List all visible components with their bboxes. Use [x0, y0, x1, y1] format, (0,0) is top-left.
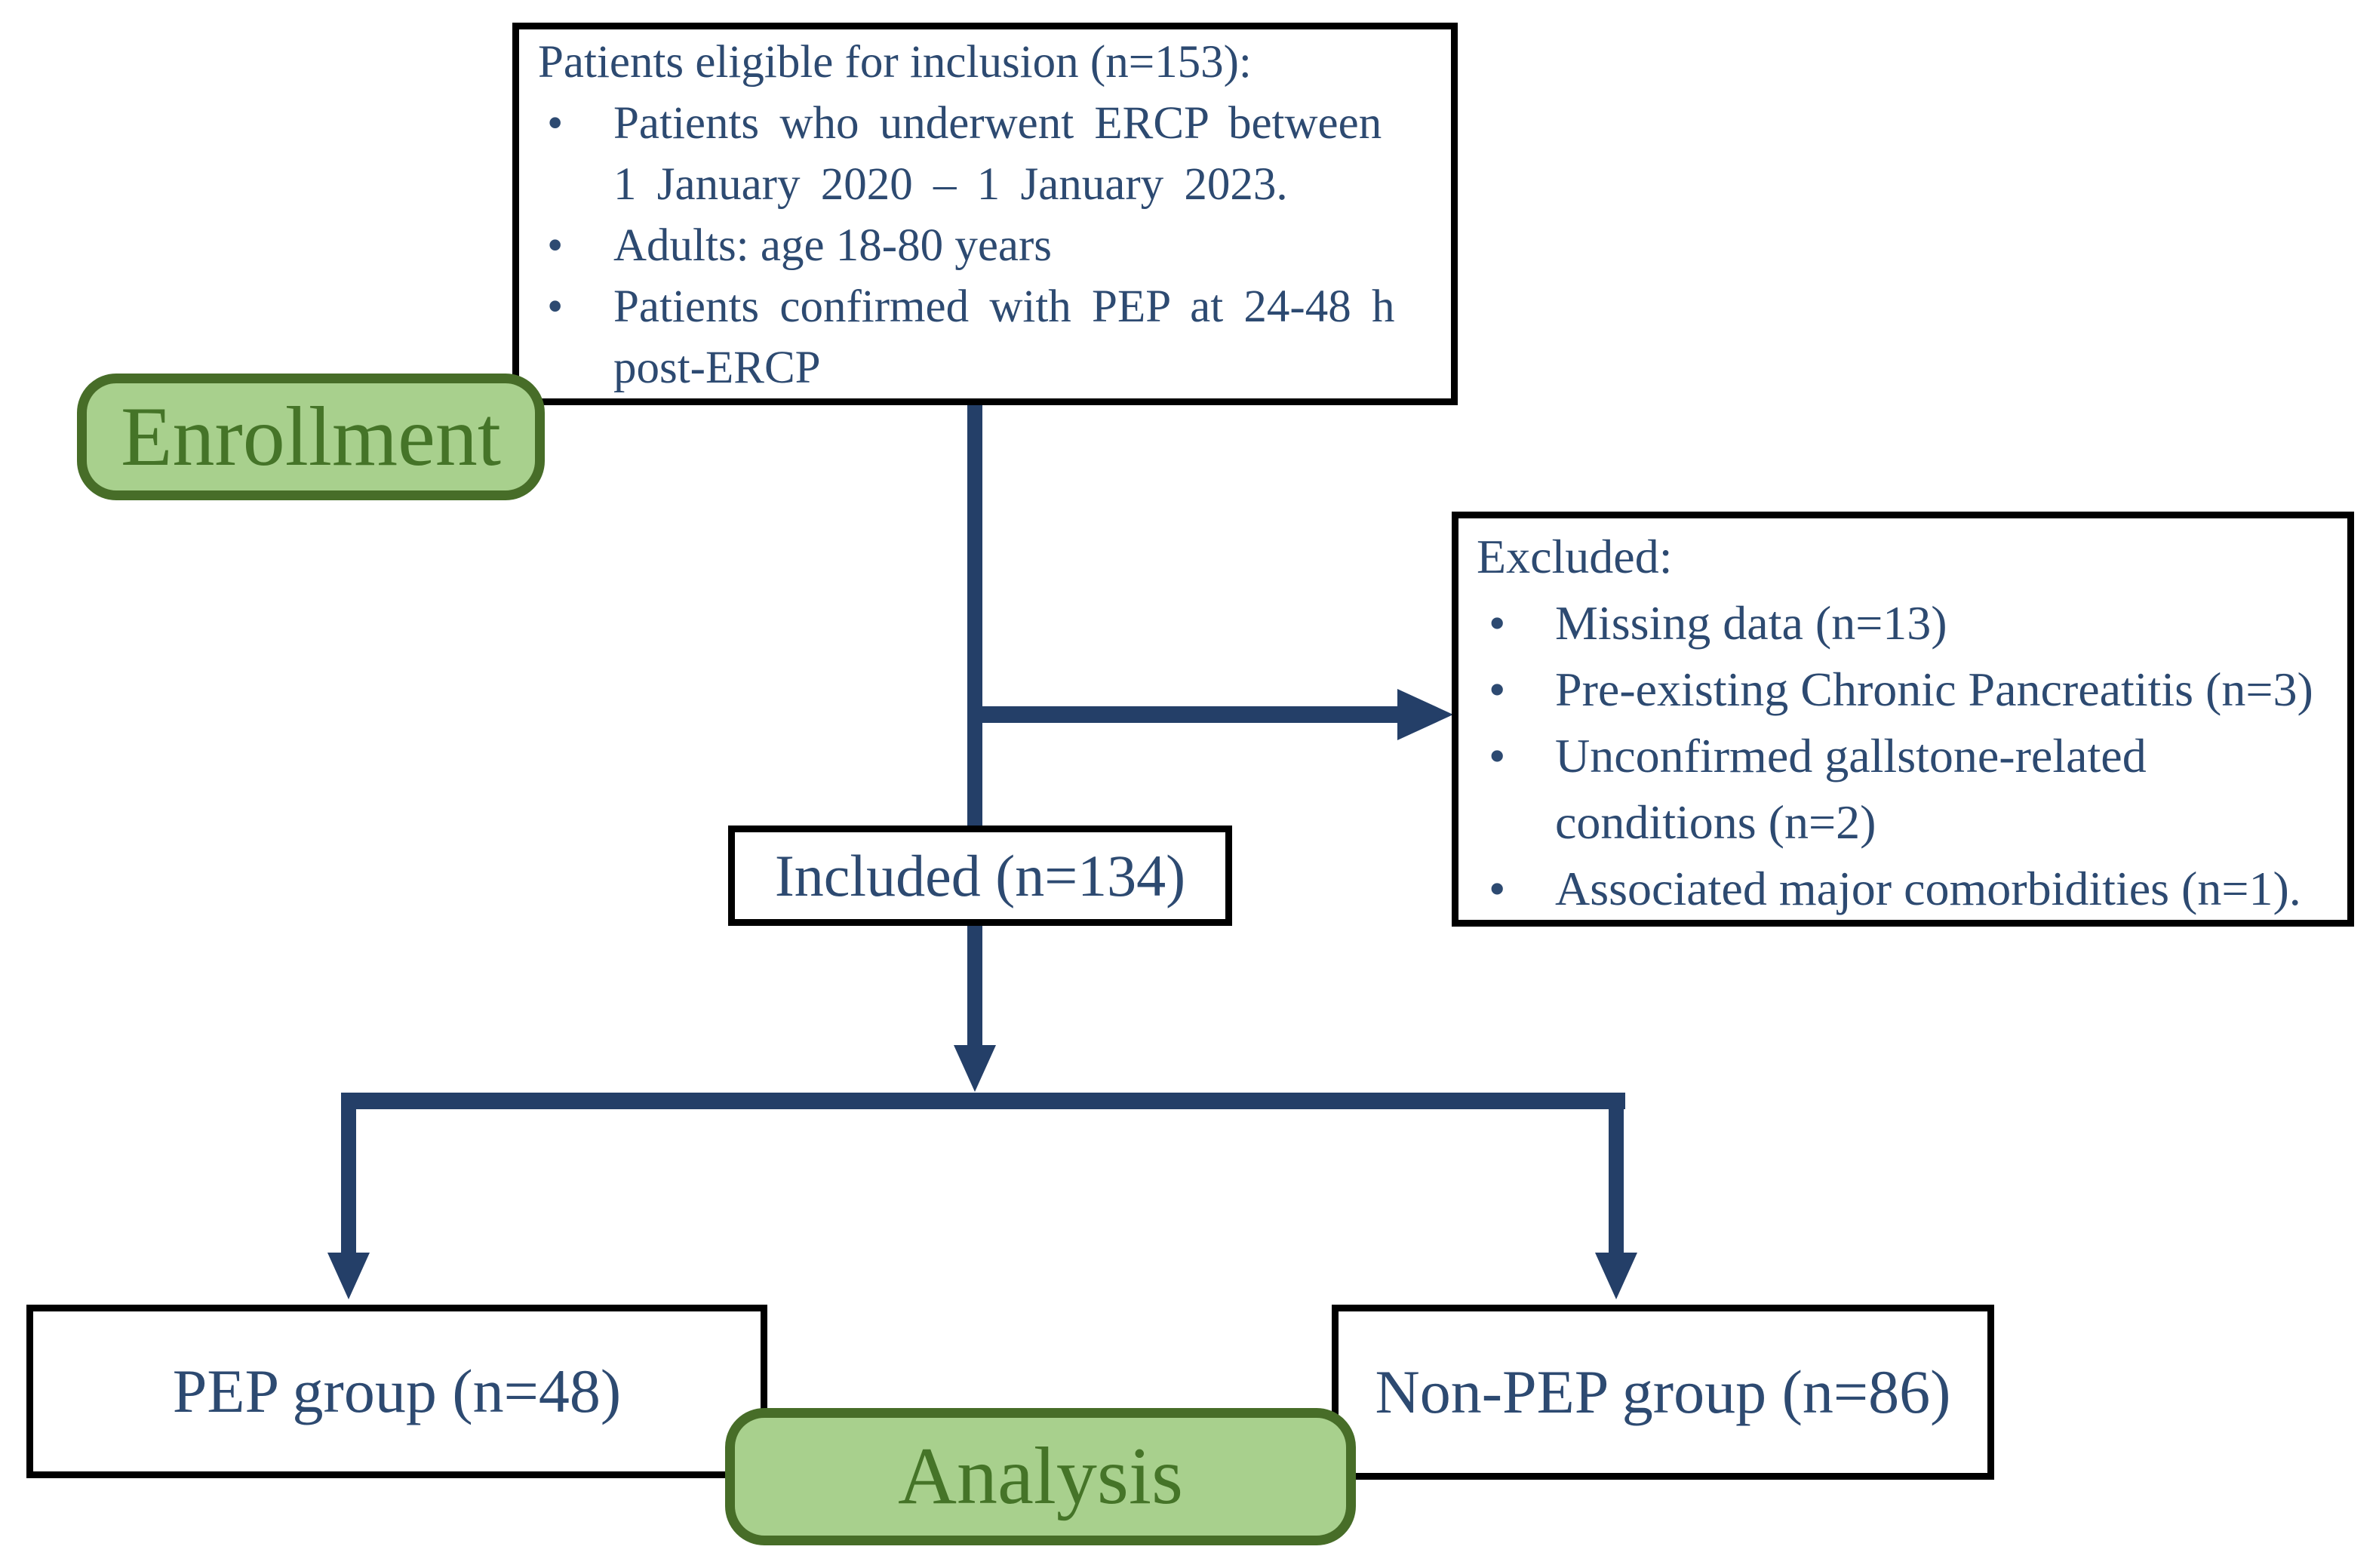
arrowhead-into-nonpep — [1595, 1253, 1637, 1299]
analysis-label: Analysis — [898, 1431, 1183, 1521]
connector-split-to-pep — [341, 1108, 356, 1254]
eligible-bullet-list: • Patients who underwent ERCP between 1 J… — [538, 93, 1440, 398]
bullet-marker: • — [1489, 729, 1506, 782]
enrollment-label: Enrollment — [121, 389, 501, 484]
eligible-bullet-item: • Patients confirmed with PEP at 24-48 h … — [538, 276, 1440, 398]
excluded-box: Excluded: • Missing data (n=13) • Pre-exis… — [1452, 512, 2354, 927]
split-bar — [341, 1093, 1625, 1109]
enrollment-stage-pill: Enrollment — [77, 374, 545, 500]
excluded-bullet-text: Missing data (n=13) — [1555, 596, 1947, 650]
bullet-marker: • — [547, 220, 564, 271]
non-pep-group-box: Non-PEP group (n=86) — [1332, 1305, 1994, 1480]
analysis-stage-pill: Analysis — [725, 1408, 1356, 1545]
excluded-bullet-text: Unconfirmed gallstone-related conditions… — [1555, 729, 2147, 849]
arrowhead-into-excluded — [1397, 689, 1453, 740]
excluded-title: Excluded: — [1477, 530, 1673, 583]
eligible-bullet-text: Patients who underwent ERCP between 1 Ja… — [613, 98, 1382, 210]
bullet-marker: • — [547, 281, 564, 332]
eligible-bullet-item: • Patients who underwent ERCP between 1 J… — [538, 93, 1440, 215]
included-label: Included (n=134) — [774, 842, 1186, 909]
excluded-bullet-item: • Missing data (n=13) — [1477, 590, 2340, 656]
excluded-bullet-text: Associated major comorbidities (n=1). — [1555, 862, 2301, 915]
eligible-box: Patients eligible for inclusion (n=153):… — [512, 23, 1458, 405]
eligible-bullet-text: Patients confirmed with PEP at 24-48 h p… — [613, 281, 1395, 393]
connector-excluded-branch — [967, 706, 1397, 723]
bullet-marker: • — [1489, 862, 1506, 915]
non-pep-group-label: Non-PEP group (n=86) — [1375, 1357, 1951, 1426]
pep-group-box: PEP group (n=48) — [26, 1305, 767, 1478]
pep-group-label: PEP group (n=48) — [172, 1357, 622, 1425]
connector-included-to-split — [967, 923, 982, 1047]
excluded-bullet-item: • Pre-existing Chronic Pancreatitis (n=3) — [1477, 656, 2340, 723]
eligible-bullet-item: • Adults: age 18-80 years — [538, 215, 1440, 276]
arrowhead-onto-split-bar — [954, 1045, 996, 1092]
excluded-bullet-item: • Unconfirmed gallstone-related condition… — [1477, 723, 2340, 856]
bullet-marker: • — [1489, 663, 1506, 716]
arrowhead-into-pep — [327, 1253, 370, 1299]
connector-eligible-to-included — [967, 404, 982, 826]
eligible-bullet-text: Adults: age 18-80 years — [613, 220, 1053, 271]
bullet-marker: • — [547, 98, 564, 149]
excluded-bullet-list: • Missing data (n=13) • Pre-existing Chron… — [1477, 590, 2340, 922]
excluded-bullet-item: • Associated major comorbidities (n=1). — [1477, 856, 2340, 922]
bullet-marker: • — [1489, 596, 1506, 650]
connector-split-to-nonpep — [1609, 1108, 1624, 1254]
included-box: Included (n=134) — [728, 826, 1232, 926]
eligible-title: Patients eligible for inclusion (n=153): — [538, 37, 1252, 88]
excluded-bullet-text: Pre-existing Chronic Pancreatitis (n=3) — [1555, 663, 2313, 716]
